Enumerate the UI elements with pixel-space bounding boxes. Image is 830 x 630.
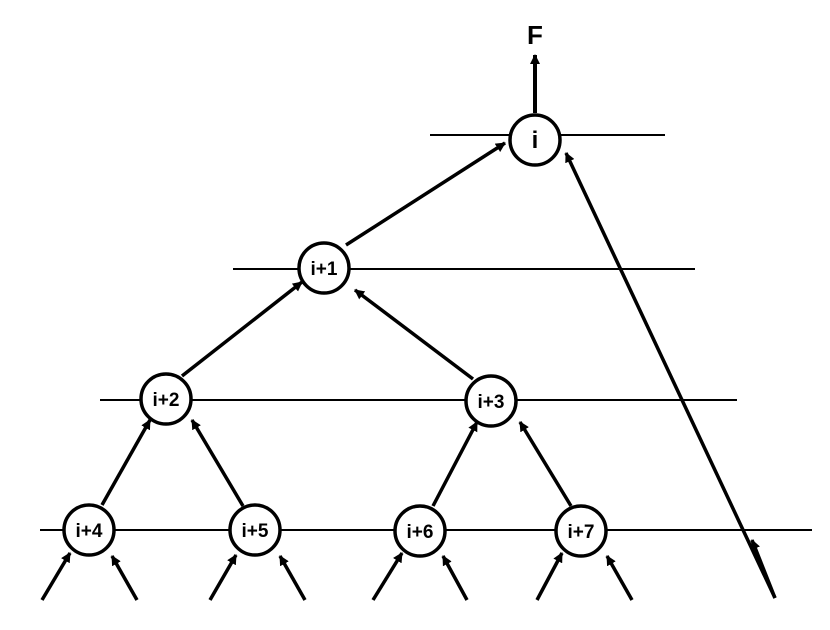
edge-n3-n1	[353, 288, 475, 381]
edges	[100, 141, 573, 507]
input-arrow-n5-right	[278, 555, 307, 601]
input-arrow-n7-left	[535, 552, 564, 601]
input-arrow-n6-right	[441, 555, 469, 601]
edge-n6-n3	[431, 421, 479, 507]
edge-n5-n2	[190, 419, 245, 507]
node-label-i: i	[532, 127, 539, 154]
edge-n2-n1	[180, 280, 304, 378]
node-label-i-plus-2: i+2	[153, 390, 180, 411]
output-label: F	[527, 20, 543, 50]
input-arrows	[40, 552, 634, 601]
node-label-i-plus-1: i+1	[311, 259, 338, 280]
long-input-arrow	[564, 152, 777, 599]
nodes: i i+1 i+2 i+3 i+4 i+5 i+6 i+7	[62, 113, 608, 558]
node-i: i	[508, 113, 562, 167]
node-i-plus-2: i+2	[139, 372, 193, 426]
node-i-plus-7: i+7	[554, 504, 608, 558]
edge-n4-n2	[100, 419, 152, 506]
edge-n1-n0	[345, 141, 506, 247]
input-arrow-n6-left	[371, 552, 404, 601]
node-i-plus-5: i+5	[228, 503, 282, 557]
node-i-plus-1: i+1	[297, 241, 351, 295]
node-label-i-plus-6: i+6	[407, 522, 434, 543]
input-arrow-n4-left	[40, 552, 72, 601]
input-arrow-n5-left	[208, 554, 238, 601]
edge-n7-n3	[518, 421, 573, 507]
node-i-plus-3: i+3	[464, 374, 518, 428]
input-arrow-n7-right	[605, 555, 634, 601]
node-label-i-plus-4: i+4	[76, 521, 103, 542]
node-label-i-plus-5: i+5	[242, 521, 269, 542]
node-i-plus-4: i+4	[62, 503, 116, 557]
input-arrow-n4-right	[110, 555, 139, 601]
node-i-plus-6: i+6	[393, 504, 447, 558]
node-label-i-plus-3: i+3	[478, 392, 505, 413]
node-label-i-plus-7: i+7	[568, 522, 595, 543]
long-input-arrow-head-segment	[750, 539, 777, 599]
